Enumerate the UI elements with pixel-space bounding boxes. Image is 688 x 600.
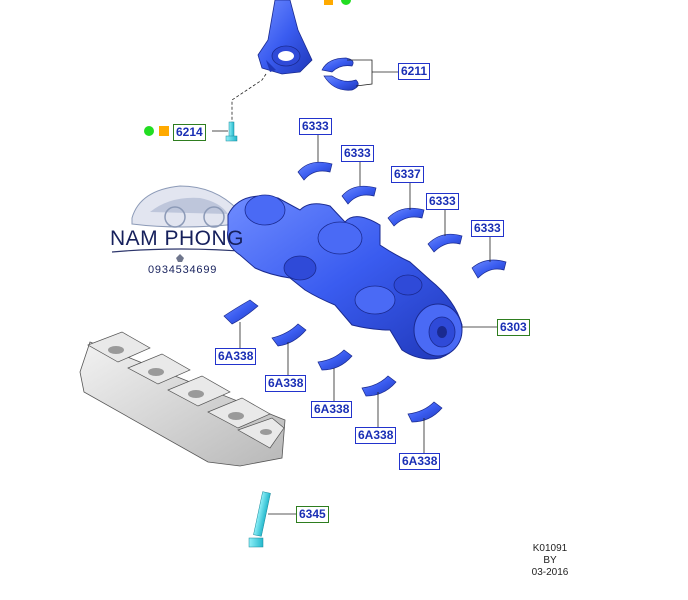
callout-6211[interactable]: 6211: [398, 63, 431, 80]
green-marker: [144, 126, 154, 136]
callout-6345[interactable]: 6345: [296, 506, 329, 523]
cap-bolt: [248, 491, 271, 548]
rod-bearing-shells: [321, 57, 359, 91]
callout-6A338-d[interactable]: 6A338: [355, 427, 397, 444]
watermark-title: NAM PHONG: [110, 227, 245, 250]
watermark-logo: [111, 185, 253, 262]
watermark-phone: 0934534699: [148, 264, 218, 276]
callout-6333-b[interactable]: 6333: [341, 145, 374, 162]
connecting-rod: [257, 0, 313, 75]
callout-6333-c[interactable]: 6333: [426, 193, 459, 210]
upper-main-bearings: [297, 161, 507, 279]
main-bearing-cap: [79, 331, 286, 467]
callout-6A338-e[interactable]: 6A338: [399, 453, 441, 470]
figure-by: BY: [543, 555, 557, 566]
rod-bolt: [225, 121, 238, 142]
callout-6333-d[interactable]: 6333: [471, 220, 504, 237]
crankshaft: [227, 194, 463, 360]
callout-6333-a[interactable]: 6333: [299, 118, 332, 135]
callout-6A338-a[interactable]: 6A338: [215, 348, 257, 365]
callout-6214[interactable]: 6214: [173, 124, 206, 141]
callout-6303[interactable]: 6303: [497, 319, 530, 336]
callout-6337[interactable]: 6337: [391, 166, 424, 183]
top-markers: [324, 0, 351, 5]
figure-date: 03-2016: [531, 567, 569, 578]
callout-6A338-c[interactable]: 6A338: [311, 401, 353, 418]
orange-marker: [159, 126, 169, 136]
figure-code: K01091: [532, 543, 568, 554]
callout-6A338-b[interactable]: 6A338: [265, 375, 307, 392]
lower-main-bearings: [223, 299, 443, 423]
